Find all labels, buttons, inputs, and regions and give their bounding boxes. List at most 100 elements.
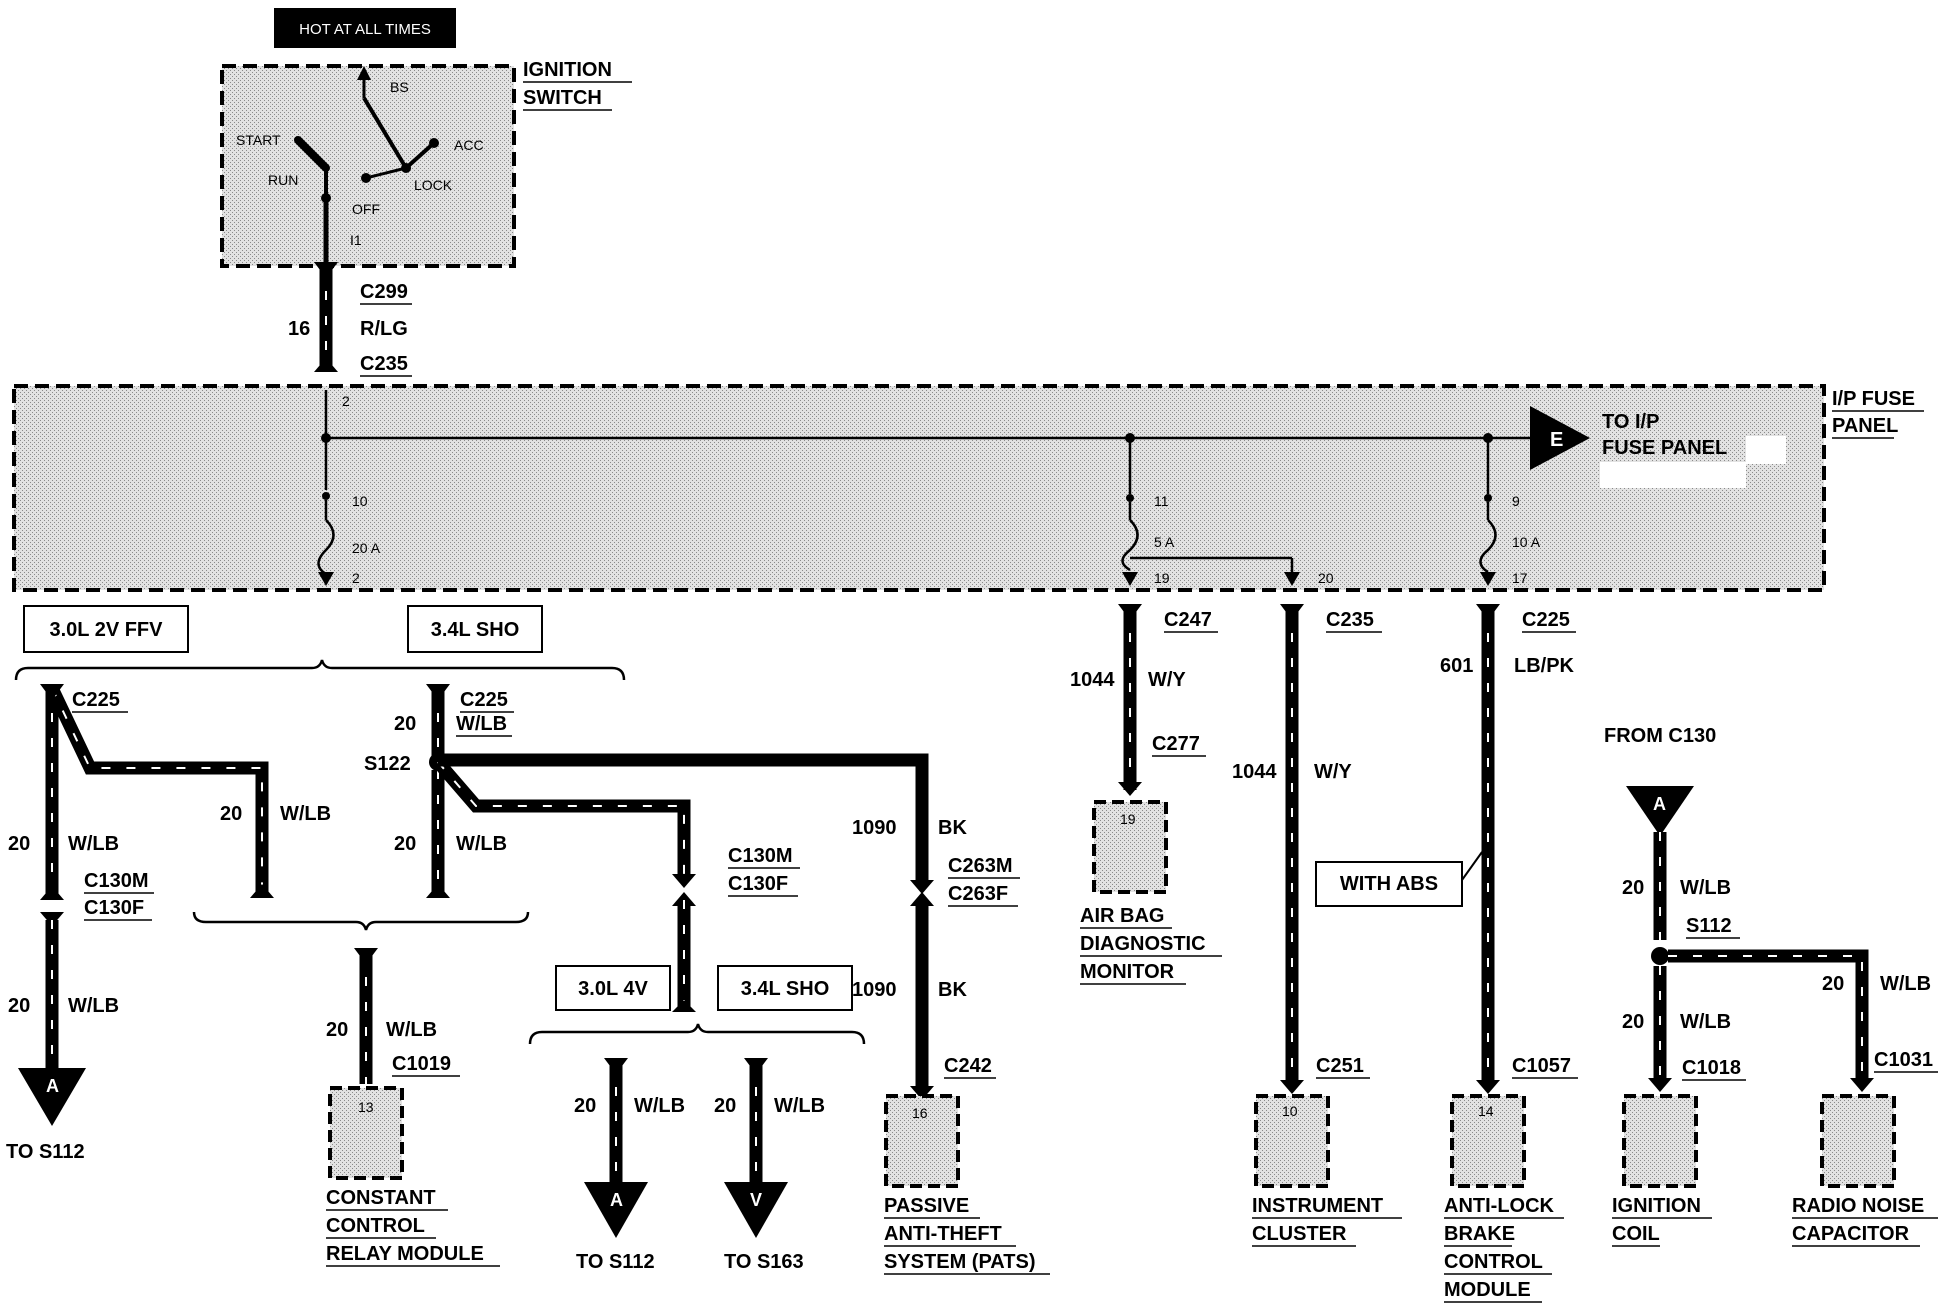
svg-text:1090: 1090: [852, 979, 897, 1001]
constant-control-relay-module: 20 W/LB C1019 13 CONSTANT CONTROL RELAY …: [326, 948, 500, 1267]
svg-text:W/LB: W/LB: [1880, 973, 1931, 995]
svg-text:BK: BK: [938, 979, 967, 1001]
svg-text:C299: C299: [360, 281, 408, 303]
svg-text:20: 20: [1622, 1011, 1644, 1033]
svg-text:2: 2: [352, 570, 360, 586]
svg-text:1044: 1044: [1070, 669, 1115, 691]
svg-text:CONSTANT: CONSTANT: [326, 1187, 436, 1209]
svg-text:V: V: [750, 1190, 762, 1210]
svg-text:W/LB: W/LB: [634, 1095, 685, 1117]
splice-s122: S122: [364, 753, 411, 775]
svg-text:20: 20: [394, 833, 416, 855]
svg-text:BS: BS: [390, 79, 409, 95]
svg-text:START: START: [236, 132, 281, 148]
ip-fuse-panel: I/P FUSE PANEL E TO I/P FUSE PANEL 2 10 …: [12, 384, 1924, 592]
passive-anti-theft-system: 1090 BK C263M C263F 1090 BK C242 16 PASS…: [852, 817, 1050, 1275]
to-s112-left: TO S112: [6, 1141, 85, 1163]
svg-text:1090: 1090: [852, 817, 897, 839]
svg-text:W/LB: W/LB: [386, 1019, 437, 1041]
air-bag-diagnostic-monitor: C247 1044 W/Y C277 19 AIR BAG DIAGNOSTIC…: [1070, 604, 1222, 985]
svg-text:C263M: C263M: [948, 855, 1012, 877]
svg-text:C235: C235: [360, 353, 408, 375]
svg-text:20: 20: [1622, 877, 1644, 899]
svg-text:FUSE PANEL: FUSE PANEL: [1602, 437, 1727, 459]
svg-text:C225: C225: [1522, 609, 1570, 631]
svg-text:C130F: C130F: [84, 897, 144, 919]
svg-text:W/Y: W/Y: [1314, 761, 1352, 783]
svg-text:W/LB: W/LB: [280, 803, 331, 825]
svg-text:1044: 1044: [1232, 761, 1277, 783]
svg-text:10: 10: [352, 493, 368, 509]
svg-text:CONTROL: CONTROL: [1444, 1251, 1543, 1273]
svg-text:10: 10: [1282, 1103, 1298, 1119]
svg-text:20: 20: [1318, 570, 1334, 586]
svg-text:HOT AT ALL TIMES: HOT AT ALL TIMES: [299, 21, 431, 38]
svg-text:W/LB: W/LB: [1680, 877, 1731, 899]
svg-text:OFF: OFF: [352, 201, 380, 217]
radio-noise-capacitor-label-2: CAPACITOR: [1792, 1223, 1910, 1245]
svg-text:PASSIVE: PASSIVE: [884, 1195, 969, 1217]
svg-text:20: 20: [1822, 973, 1844, 995]
hot-at-all-times-banner: HOT AT ALL TIMES: [274, 8, 456, 48]
svg-text:AIR BAG: AIR BAG: [1080, 905, 1164, 927]
svg-text:I1: I1: [350, 232, 362, 248]
svg-text:C277: C277: [1152, 733, 1200, 755]
svg-text:19: 19: [1120, 811, 1136, 827]
ignition-switch: IGNITION SWITCH BS START ACC RUN OFF LOC…: [220, 59, 632, 268]
svg-text:ANTI-LOCK: ANTI-LOCK: [1444, 1195, 1555, 1217]
svg-text:LOCK: LOCK: [414, 177, 453, 193]
svg-text:ACC: ACC: [454, 137, 484, 153]
svg-text:A: A: [46, 1076, 59, 1096]
fuse-panel-title-2: PANEL: [1832, 415, 1898, 437]
instrument-cluster: C235 1044 W/Y C251 10 INSTRUMENT CLUSTER: [1232, 604, 1402, 1247]
svg-text:RELAY MODULE: RELAY MODULE: [326, 1243, 484, 1265]
svg-text:17: 17: [1512, 570, 1528, 586]
svg-text:9: 9: [1512, 493, 1520, 509]
svg-text:BK: BK: [938, 817, 967, 839]
svg-text:C242: C242: [944, 1055, 992, 1077]
svg-text:601: 601: [1440, 655, 1473, 677]
circuit-c2: C225 20 W/LB S122 20 W/LB: [364, 684, 929, 898]
to-s112-mid: TO S112: [576, 1251, 655, 1273]
svg-text:E: E: [1550, 429, 1563, 451]
svg-text:20: 20: [574, 1095, 596, 1117]
variant-labels: 3.0L 2V FFV 3.4L SHO 3.0L 4V 3.4L SHO: [14, 605, 866, 1045]
svg-text:CONTROL: CONTROL: [326, 1215, 425, 1237]
svg-text:MODULE: MODULE: [1444, 1279, 1531, 1301]
svg-text:COIL: COIL: [1612, 1223, 1660, 1245]
svg-text:SYSTEM (PATS): SYSTEM (PATS): [884, 1251, 1035, 1273]
svg-text:A: A: [1653, 794, 1666, 814]
svg-text:C1031: C1031: [1874, 1049, 1933, 1071]
svg-text:20: 20: [326, 1019, 348, 1041]
variant-3-4l-sho: 3.4L SHO: [431, 619, 520, 641]
svg-text:20: 20: [394, 713, 416, 735]
svg-text:5 A: 5 A: [1154, 534, 1175, 550]
svg-text:20: 20: [8, 833, 30, 855]
radio-noise-capacitor-label-1: RADIO NOISE: [1792, 1195, 1924, 1217]
svg-text:W/LB: W/LB: [68, 995, 119, 1017]
svg-text:C251: C251: [1316, 1055, 1364, 1077]
svg-text:W/LB: W/LB: [68, 833, 119, 855]
svg-text:C130M: C130M: [84, 870, 148, 892]
svg-text:14: 14: [1478, 1103, 1494, 1119]
svg-text:IGNITION: IGNITION: [1612, 1195, 1701, 1217]
variant-3-4l-sho-bottom: 3.4L SHO: [741, 978, 830, 1000]
svg-text:ANTI-THEFT: ANTI-THEFT: [884, 1223, 1002, 1245]
svg-text:FROM C130: FROM C130: [1604, 725, 1716, 747]
svg-text:RUN: RUN: [268, 172, 298, 188]
circuit-c1: A C225 20 W/LB C130M C130F 20 W/LB TO S1…: [6, 684, 331, 1163]
svg-text:W/Y: W/Y: [1148, 669, 1186, 691]
svg-text:C1018: C1018: [1682, 1057, 1741, 1079]
ignition-switch-title-1: IGNITION: [523, 59, 612, 81]
circuit-c3: C130M C130F A 20 W/LB TO S112 V 20 W/LB …: [574, 845, 825, 1273]
svg-text:INSTRUMENT: INSTRUMENT: [1252, 1195, 1383, 1217]
fuse-panel-title-1: I/P FUSE: [1832, 388, 1915, 410]
svg-text:16: 16: [912, 1105, 928, 1121]
svg-text:20: 20: [220, 803, 242, 825]
svg-text:C263F: C263F: [948, 883, 1008, 905]
svg-text:BRAKE: BRAKE: [1444, 1223, 1515, 1245]
svg-text:C130F: C130F: [728, 873, 788, 895]
svg-text:20 A: 20 A: [352, 540, 381, 556]
svg-text:W/LB: W/LB: [456, 713, 507, 735]
